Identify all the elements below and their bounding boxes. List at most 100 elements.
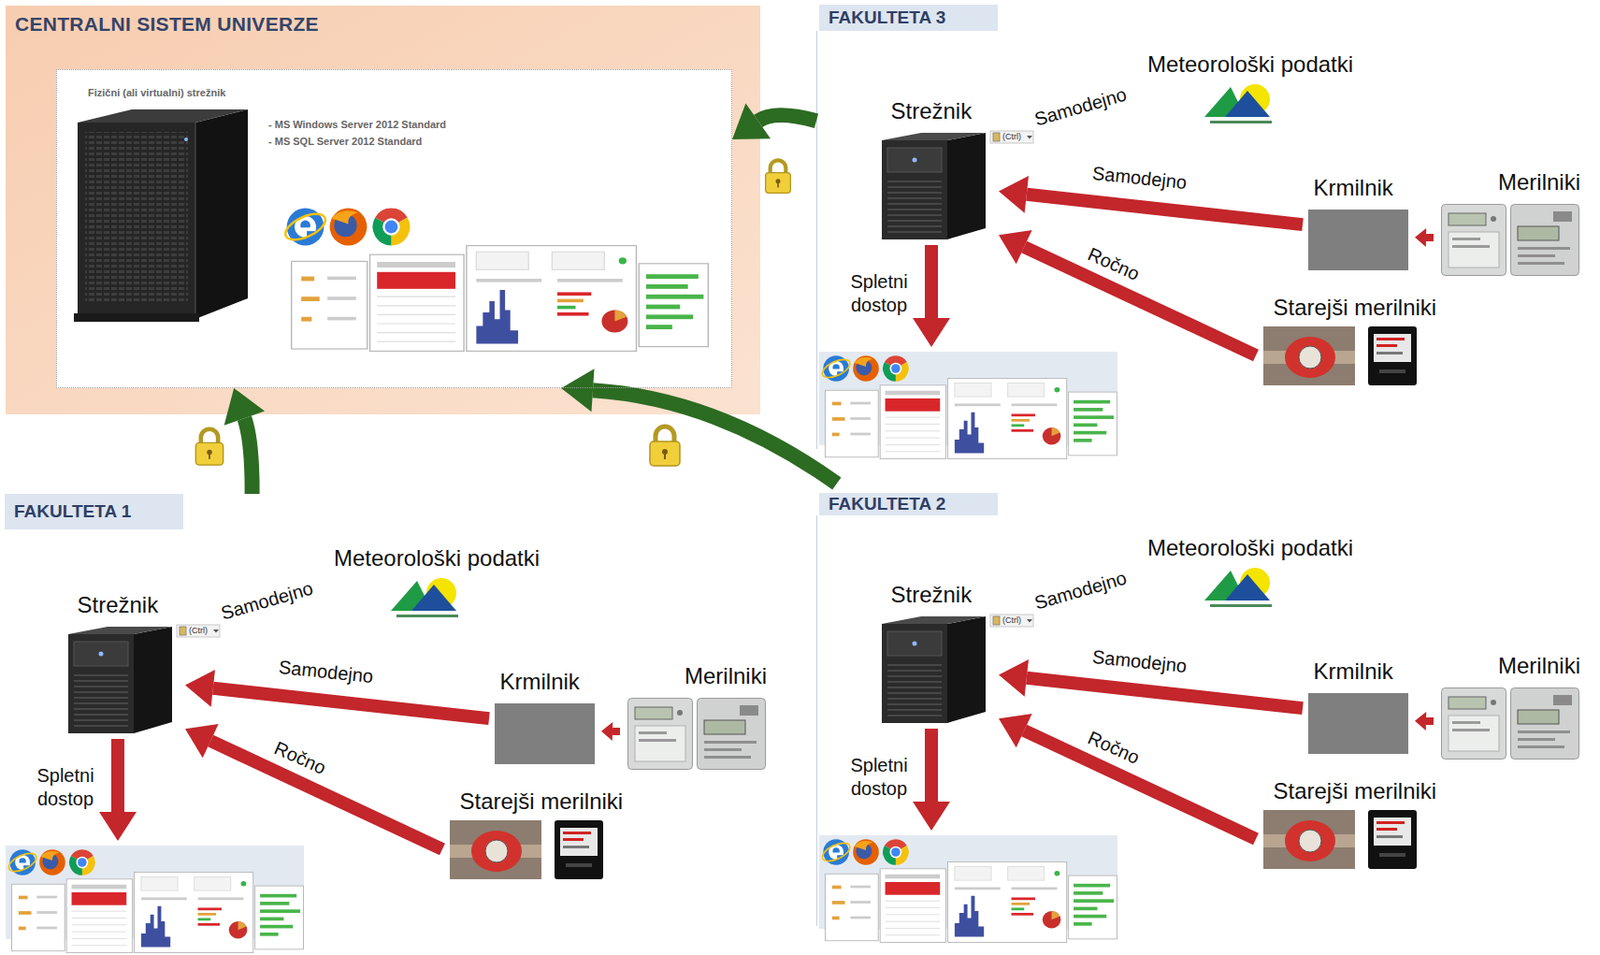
- faculty-region: FAKULTETA 3Meteorološki podatkiStrežnikK…: [816, 0, 1600, 484]
- node-label: Meteorološki podatki: [1147, 51, 1354, 78]
- meters-box: Merilniki: [1433, 166, 1591, 276]
- arrow-head: [601, 721, 613, 741]
- data-source-box: Meteorološki podatki: [311, 542, 564, 623]
- node-label: Merilniki: [684, 663, 767, 690]
- controller-box: Krmilnik: [1302, 172, 1415, 271]
- edge-label: Samodejno: [1091, 645, 1188, 677]
- server-spec: - MS Windows Server 2012 Standard: [268, 118, 447, 130]
- faculty-2-illustration: [819, 567, 1580, 943]
- data-source-box: Meteorološki podatki: [1124, 48, 1378, 130]
- node-label: Starejši merilniki: [1273, 778, 1438, 805]
- flow-arrow: [224, 388, 265, 494]
- edge-label: Samodejno: [1091, 161, 1188, 193]
- web-access-label: Spletni dostop: [841, 270, 917, 318]
- server-box: Strežnik: [867, 576, 999, 723]
- flow-arrow: [998, 713, 1256, 839]
- flow-arrow: [1414, 711, 1434, 731]
- edge-label: Samodejno: [277, 655, 375, 687]
- edge-label: Ročno: [1084, 243, 1143, 286]
- edge-label: Ročno: [271, 736, 330, 779]
- arrow-head: [998, 659, 1029, 697]
- arrow-shaft: [244, 418, 252, 494]
- flow-arrow: [601, 721, 620, 741]
- faculty-divider: [816, 515, 818, 926]
- padlock: [195, 429, 223, 466]
- web-access-label: Spletni dostop: [841, 753, 917, 801]
- dashboard-screens: [291, 245, 709, 352]
- tower-server: [73, 109, 248, 322]
- padlock: [765, 159, 792, 193]
- auto-label: Samodejno: [1031, 83, 1129, 130]
- edge-label: Ročno: [1084, 726, 1143, 769]
- legacy-meters-box: Starejši merilniki: [442, 786, 641, 880]
- controller-box: Krmilnik: [489, 666, 602, 764]
- paste-label: (Ctrl): [1002, 615, 1022, 625]
- node-label: Krmilnik: [1313, 658, 1394, 685]
- legacy-meters-box: Starejši merilniki: [1255, 292, 1455, 387]
- arrow-head: [998, 175, 1029, 214]
- server-panel: Fizični (ali virtualni) strežnik - MS Win…: [56, 69, 733, 389]
- node-label: Krmilnik: [1313, 174, 1394, 202]
- arrow-shaft: [1026, 194, 1303, 225]
- server-box: Strežnik: [54, 587, 186, 734]
- arrow-shaft: [1026, 677, 1303, 708]
- node-label: Starejši merilniki: [1273, 294, 1438, 321]
- controller-box: Krmilnik: [1302, 656, 1415, 754]
- faculty-divider: [816, 30, 818, 449]
- arrow-head: [998, 230, 1033, 264]
- arrow-shaft: [213, 688, 490, 719]
- faculty-tab: FAKULTETA 1: [4, 493, 184, 530]
- node-label: Strežnik: [891, 581, 973, 608]
- arrow-head: [561, 368, 594, 412]
- flow-arrow: [1414, 228, 1434, 247]
- node-label: Merilniki: [1498, 169, 1581, 196]
- central-band-fill: [5, 5, 761, 415]
- central-system-band: CENTRALNI SISTEM UNIVERZE Fizični (ali vi…: [5, 5, 761, 415]
- web-access-label: Spletni dostop: [28, 763, 103, 811]
- faculty-region: FAKULTETA 1 Meteorološki podatkiStrežnikK…: [2, 493, 808, 955]
- server-spec: Fizični (ali virtualni) strežnik: [87, 86, 226, 99]
- meters-box: Merilniki: [619, 660, 778, 770]
- legacy-meters-box: Starejši merilniki: [1255, 776, 1455, 870]
- faculty-region: FAKULTETA 2 Meteorološki podatkiStrežnikK…: [816, 483, 1600, 955]
- node-label: Starejši merilniki: [460, 788, 624, 815]
- arrow-shaft: [592, 389, 837, 484]
- auto-label: Samodejno: [1031, 566, 1129, 614]
- band-title: CENTRALNI SISTEM UNIVERZE: [14, 13, 319, 36]
- node-label: Meteorološki podatki: [333, 545, 540, 572]
- meters-box: Merilniki: [1433, 649, 1591, 760]
- data-source-box: Meteorološki podatki: [1124, 532, 1378, 613]
- node-label: Strežnik: [891, 98, 973, 125]
- auto-label: Samodejno: [217, 576, 316, 624]
- browser-icons: [281, 208, 410, 246]
- arrow-head: [1414, 228, 1427, 247]
- node-label: Meteorološki podatki: [1147, 534, 1354, 562]
- flow-arrow: [998, 230, 1256, 356]
- arrow-shaft: [612, 727, 620, 736]
- faculty-tab: FAKULTETA 2: [819, 492, 998, 516]
- server-spec: - MS SQL Server 2012 Standard: [268, 135, 422, 147]
- node-label: Merilniki: [1498, 652, 1581, 679]
- arrow-shaft: [210, 740, 443, 850]
- flow-arrow: [185, 723, 443, 850]
- server-box: Strežnik: [867, 93, 999, 240]
- arrow-shaft: [1426, 233, 1434, 242]
- faculty-1-illustration: [5, 577, 766, 953]
- server-panel-fill: [56, 69, 733, 389]
- flow-arrow: [561, 368, 837, 484]
- arrow-shaft: [1023, 246, 1256, 356]
- padlock: [649, 426, 680, 466]
- arrow-head: [1414, 711, 1427, 731]
- arrow-shaft: [758, 115, 817, 121]
- flow-arrow: [732, 103, 817, 140]
- arrow-shaft: [1023, 730, 1256, 839]
- node-label: Krmilnik: [500, 668, 580, 695]
- faculty-3-illustration: [819, 84, 1580, 460]
- arrow-head: [224, 388, 265, 426]
- node-label: Strežnik: [77, 591, 159, 619]
- arrow-head: [998, 713, 1033, 748]
- arrow-shaft: [1426, 717, 1434, 725]
